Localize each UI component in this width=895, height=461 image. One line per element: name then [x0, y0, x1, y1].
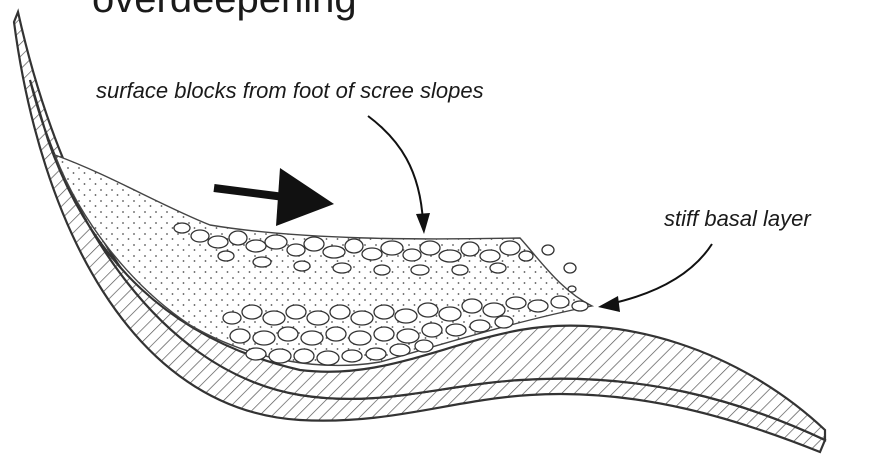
stiff-basal-layer-leader-arrow	[598, 244, 712, 312]
surface-blocks-label: surface blocks from foot of scree slopes	[96, 78, 484, 103]
diagram-title: overdeepening	[92, 0, 357, 21]
flow-direction-arrow	[214, 168, 334, 226]
surface-blocks-leader-arrow	[368, 116, 430, 234]
stiff-basal-layer-label: stiff basal layer	[664, 206, 812, 231]
